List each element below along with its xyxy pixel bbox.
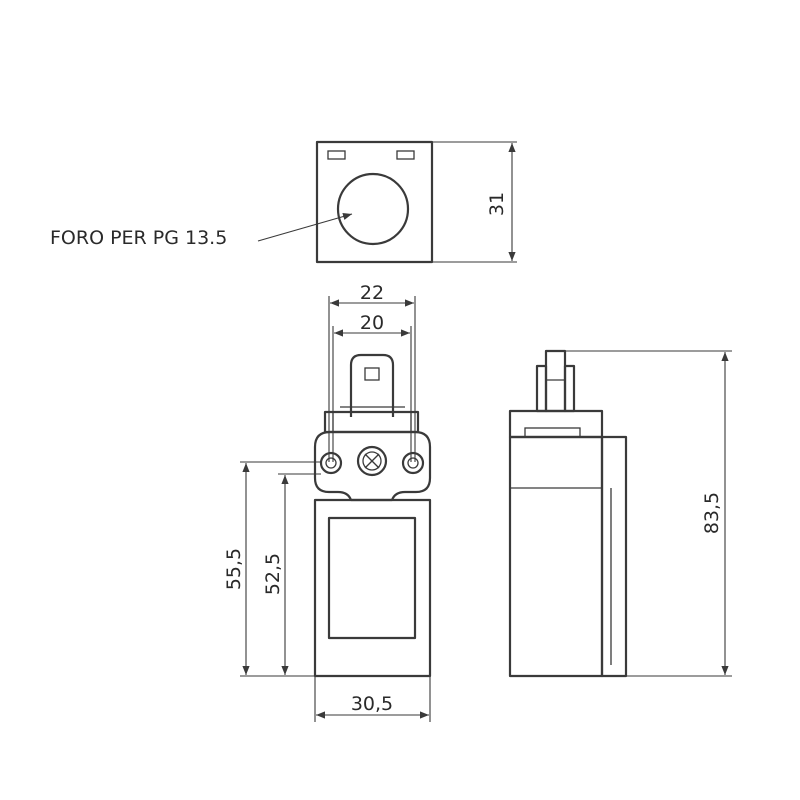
- front-roller-pin: [364, 367, 380, 381]
- front-mount-hole-right: [401, 451, 425, 475]
- side-body: [508, 435, 604, 678]
- top-view-slot-right: [396, 150, 415, 160]
- dim-55-text: 55,5: [223, 548, 245, 590]
- front-head-block: [323, 410, 420, 434]
- front-center-screw-inner: [362, 451, 382, 471]
- front-roller: [349, 353, 395, 417]
- dim-52-text: 52,5: [262, 553, 284, 595]
- dim-20-text: 20: [360, 312, 384, 334]
- front-body: [313, 498, 432, 678]
- side-roller-center: [544, 349, 567, 413]
- side-cover: [600, 435, 628, 678]
- front-mount-hole-left-inner: [325, 457, 337, 469]
- dim-31-text: 31: [486, 192, 508, 216]
- front-view: 22 20 55,5 52,5 30,5: [223, 282, 432, 722]
- pg-hole-circle: [336, 172, 410, 246]
- side-view: 83,5: [508, 349, 732, 678]
- top-view: FORO PER PG 13.5 31: [50, 140, 517, 264]
- front-flange: [313, 430, 432, 502]
- hole-label: FORO PER PG 13.5: [50, 227, 227, 249]
- side-head-slot: [524, 427, 581, 438]
- front-label-window: [327, 516, 417, 640]
- dim-22-text: 22: [360, 282, 384, 304]
- top-view-outline: [315, 140, 434, 264]
- top-view-slot-left: [327, 150, 346, 160]
- dim-30-text: 30,5: [351, 693, 393, 715]
- front-mount-hole-right-inner: [407, 457, 419, 469]
- side-head: [508, 409, 604, 439]
- dim-83-text: 83,5: [701, 492, 723, 534]
- front-mount-hole-left: [319, 451, 343, 475]
- front-center-screw: [356, 445, 388, 477]
- side-roller-right: [563, 364, 576, 413]
- hole-leader-line: [257, 213, 353, 242]
- front-center-screw-slot-b: [364, 453, 380, 469]
- side-roller-left: [535, 364, 548, 413]
